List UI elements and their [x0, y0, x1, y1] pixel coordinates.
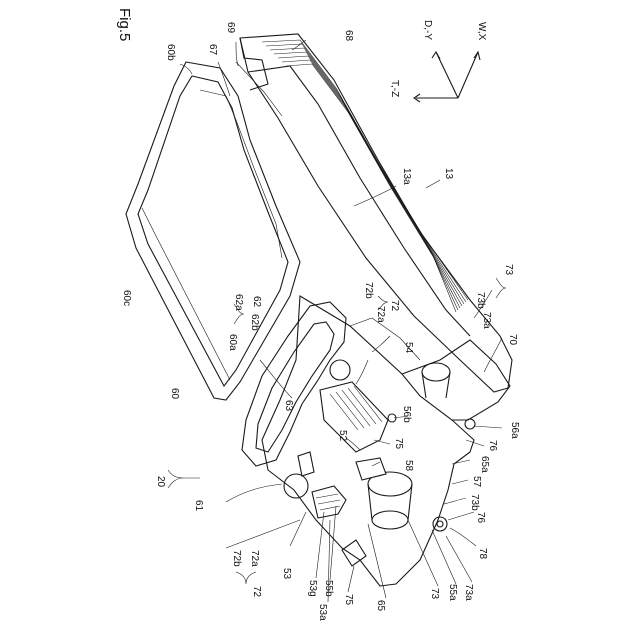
label-61: 61 — [193, 500, 204, 512]
label-55b: 55b — [323, 580, 334, 597]
label-54: 54 — [403, 342, 414, 354]
label-73a-top: 73a — [481, 312, 492, 329]
axis-right-up-label: W,X — [476, 22, 487, 41]
label-53g: 53g — [307, 580, 318, 597]
label-62: 62 — [251, 296, 262, 308]
label-58: 58 — [403, 460, 414, 472]
label-73-top: 73 — [503, 264, 514, 276]
label-70: 70 — [507, 334, 518, 346]
label-65a: 65a — [479, 456, 490, 473]
label-73b-top: 73b — [475, 292, 486, 309]
label-68: 68 — [343, 30, 354, 42]
label-56a: 56a — [509, 422, 520, 439]
label-73a-bot: 73a — [463, 584, 474, 601]
axis-indicator: D,-Y W,X T,-Z — [389, 20, 487, 102]
label-75-top: 75 — [393, 438, 404, 450]
label-53: 53 — [281, 568, 292, 580]
label-72-bot: 72 — [251, 586, 262, 598]
label-52: 52 — [337, 430, 348, 442]
label-72b-top: 72b — [363, 282, 374, 299]
label-62b: 62b — [249, 314, 260, 331]
label-53a: 53a — [317, 604, 328, 621]
label-60a: 60a — [227, 334, 238, 351]
label-62a: 62a — [233, 294, 244, 311]
label-69: 69 — [225, 22, 236, 34]
cell-fins — [262, 40, 468, 312]
label-75-bot: 75 — [343, 594, 354, 606]
label-65: 65 — [375, 600, 386, 612]
reference-labels: 60b 67 69 68 13a 13 60c 72b 72 72a 62a 6… — [121, 22, 520, 621]
label-78: 78 — [477, 548, 488, 560]
label-13: 13 — [443, 168, 454, 180]
label-63: 63 — [283, 400, 294, 412]
label-72a-bot: 72a — [249, 550, 260, 567]
label-72a-top: 72a — [375, 306, 386, 323]
label-55a: 55a — [447, 584, 458, 601]
label-60b: 60b — [165, 44, 176, 61]
label-60c: 60c — [121, 290, 132, 306]
label-60: 60 — [169, 388, 180, 400]
label-76-bot: 76 — [475, 512, 486, 524]
axis-left-label: T,-Z — [389, 80, 400, 97]
axis-up-label: D,-Y — [422, 20, 433, 40]
figure-title: Fig.5 — [116, 8, 133, 41]
label-13a: 13a — [401, 168, 412, 185]
label-73b-bot: 73b — [469, 494, 480, 511]
label-56b: 56b — [401, 406, 412, 423]
label-76-top: 76 — [487, 440, 498, 452]
label-72-top: 72 — [389, 300, 400, 312]
label-72b-bot: 72b — [231, 550, 242, 567]
label-20: 20 — [155, 476, 166, 488]
label-67: 67 — [207, 44, 218, 56]
label-73-bot: 73 — [429, 588, 440, 600]
battery-pack-drawing — [126, 34, 512, 586]
label-57: 57 — [471, 476, 482, 488]
